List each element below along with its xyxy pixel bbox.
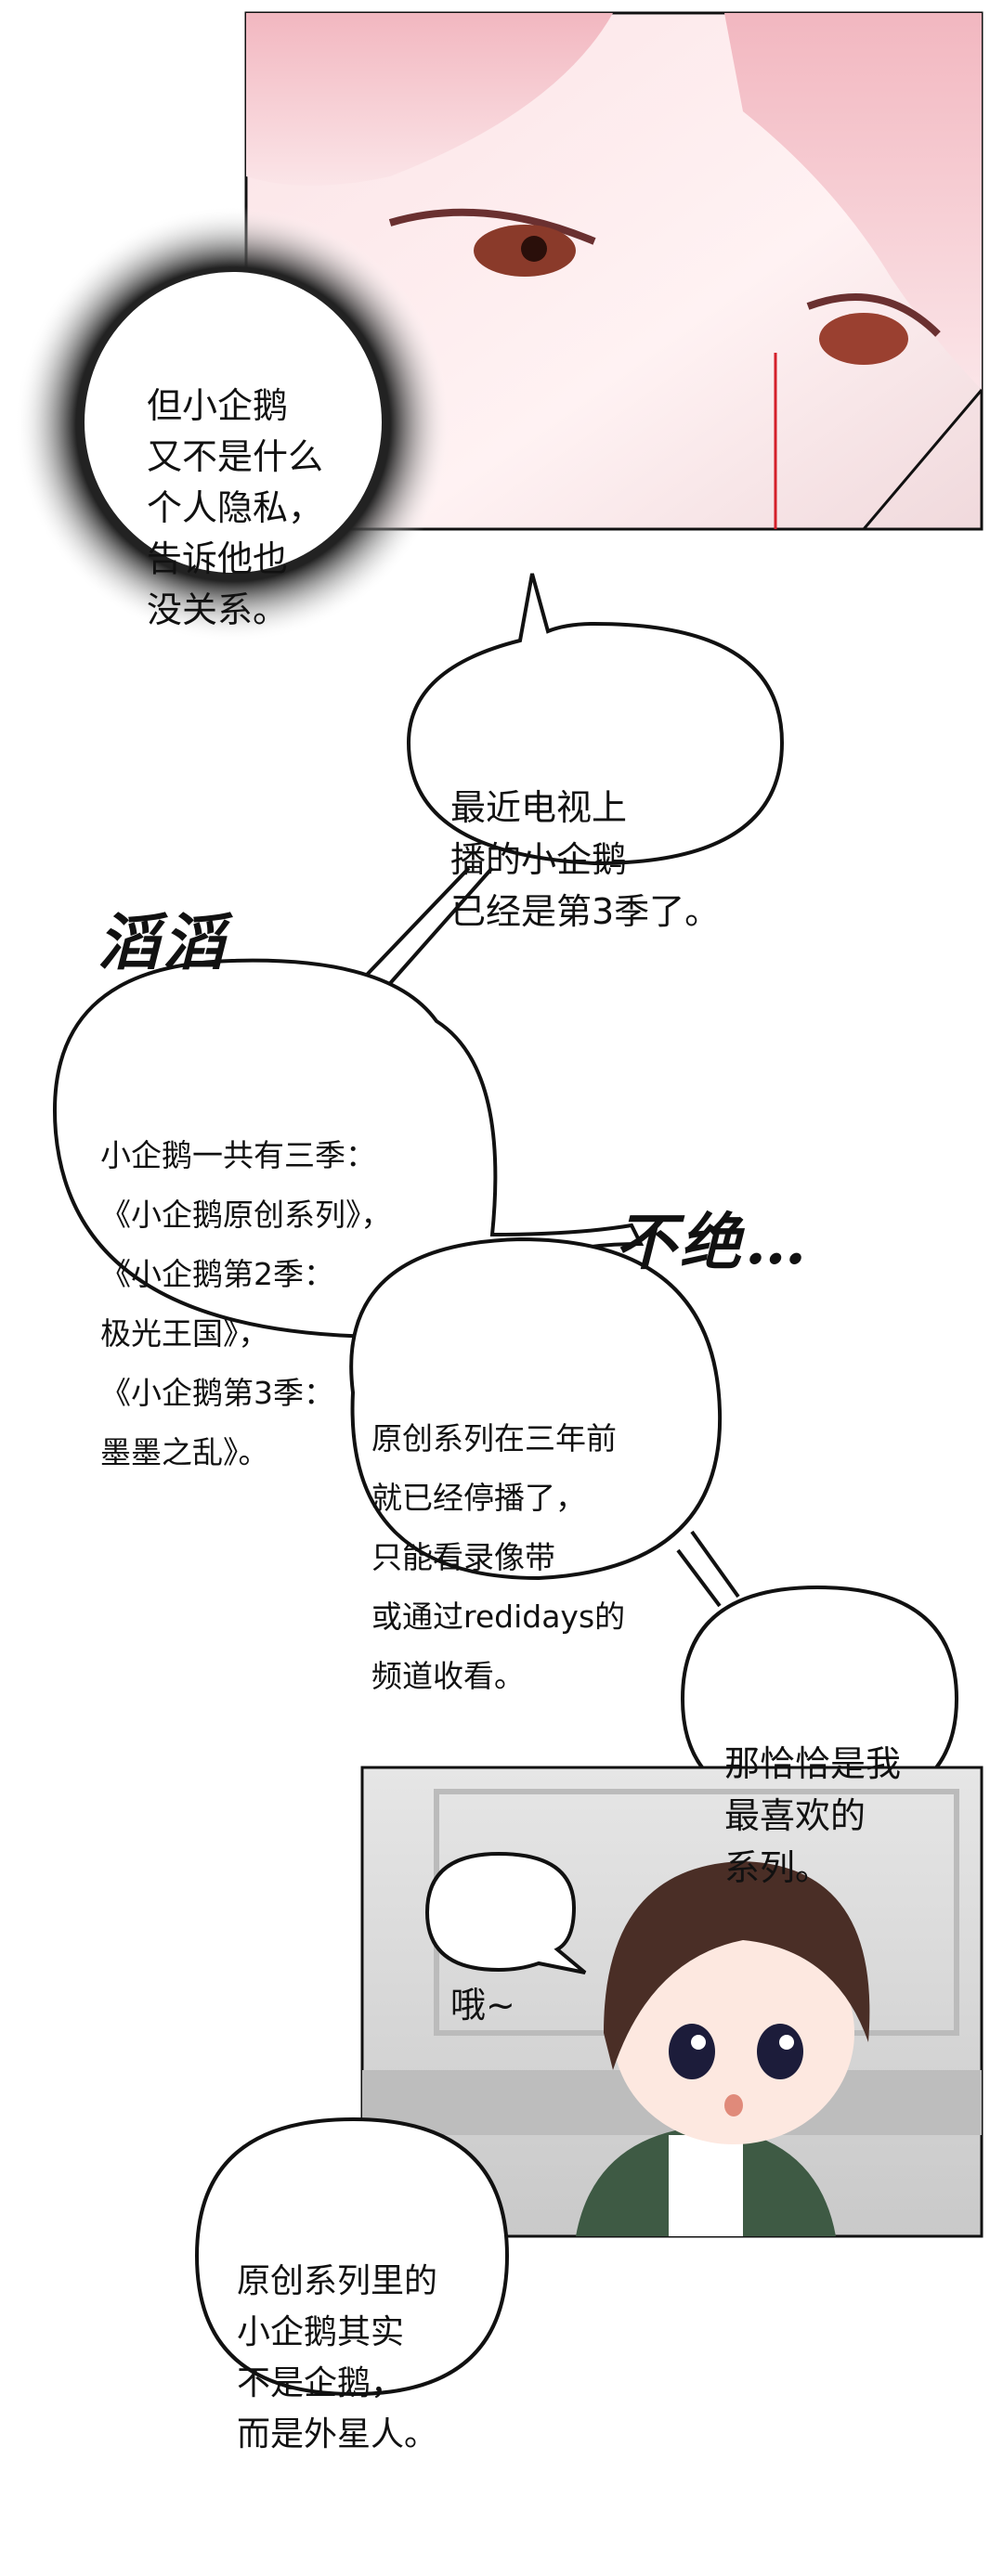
bubble-line: 最近电视上	[450, 787, 628, 828]
bubble-line: 又不是什么	[147, 436, 324, 477]
speech-bubble-original	[349, 1236, 723, 1581]
bubble-line: 频道收看。	[371, 1658, 525, 1694]
bubble-line: 播的小企鹅	[450, 839, 628, 880]
bubble-text-seasons: 小企鹅一共有三季： 《小企鹅原创系列》， 《小企鹅第2季： 极光王国》， 《小企鹅第3季…	[100, 1007, 392, 1601]
bubble-line: 系列。	[724, 1847, 831, 1888]
spiky-thought-bubble	[15, 206, 451, 642]
bubble-line: 而是外星人。	[237, 2415, 438, 2453]
bubble-text-tv: 最近电视上播的小企鹅已经是第3季了。	[450, 678, 720, 1042]
bubble-text-oh: 哦~	[450, 1887, 515, 2124]
bubble-line: 个人隐私，	[147, 487, 324, 528]
bubble-line: 不是企鹅，	[237, 2364, 405, 2402]
bubble-text-favorite: 那恰恰是我最喜欢的系列。	[724, 1634, 901, 1998]
bubble-line: 墨墨之乱》。	[100, 1434, 269, 1470]
bubble-line: 最喜欢的	[724, 1795, 866, 1836]
bubble-text-spiky: 但小企鹅又不是什么个人隐私， 告诉他也没关系。	[147, 278, 323, 738]
bubble-line: 没关系。	[147, 589, 289, 630]
bubble-line: 或通过redidays的	[371, 1599, 626, 1635]
bubble-line: 原创系列在三年前	[371, 1420, 617, 1456]
bubble-line: 《小企鹅原创系列》，	[100, 1197, 392, 1233]
bubble-line: 原创系列里的	[237, 2262, 438, 2300]
bubble-line: 小企鹅一共有三季：	[100, 1137, 376, 1173]
bubble-line: 哦~	[450, 1985, 515, 2026]
bubble-line: 只能看录像带	[371, 1539, 555, 1575]
bubble-line: 《小企鹅第2季：	[100, 1256, 334, 1292]
bubble-line: 就已经停播了，	[371, 1480, 586, 1516]
bubble-line: 《小企鹅第3季：	[100, 1375, 334, 1411]
speech-bubble-alien	[194, 2116, 510, 2397]
sfx-bujue: 不绝…	[615, 1206, 810, 1278]
sfx-taotao: 滔滔	[98, 906, 228, 978]
speech-bubble-oh	[424, 1851, 587, 1974]
bubble-text-original: 原创系列在三年前就已经停播了， 只能看录像带或通过redidays的频道收看。	[371, 1290, 625, 1825]
bubble-line: 已经是第3季了。	[450, 891, 721, 932]
bubble-line: 但小企鹅	[147, 385, 289, 426]
speech-bubble-tv	[406, 573, 785, 866]
bubble-line: 那恰恰是我	[724, 1743, 902, 1784]
bubble-line: 告诉他也	[147, 538, 289, 579]
bubble-line: 小企鹅其实	[237, 2313, 405, 2351]
bubble-line: 极光王国》，	[100, 1315, 269, 1352]
bubble-text-alien: 原创系列里的小企鹅其实不是企鹅， 而是外星人。	[237, 2154, 437, 2562]
